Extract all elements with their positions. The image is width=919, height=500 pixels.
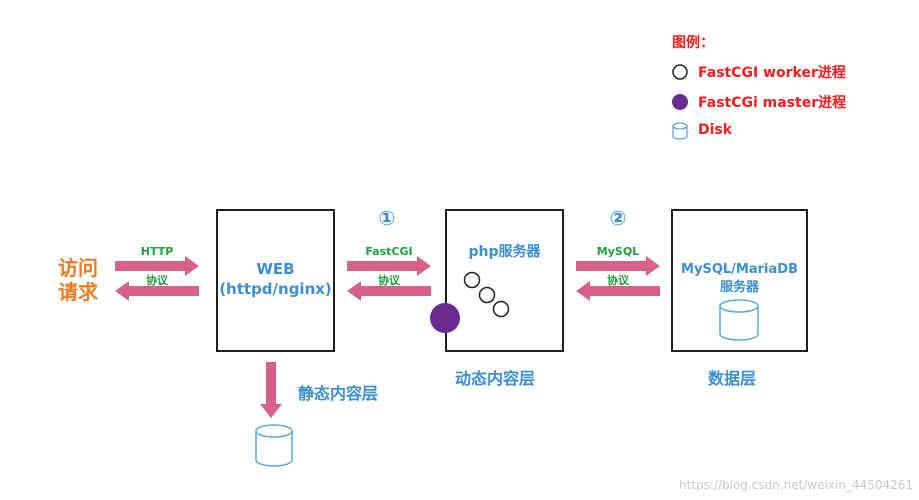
mysql-protocol-label: MySQL — [596, 245, 640, 258]
static-disk-icon — [255, 424, 293, 467]
data-layer-label: 数据层 — [708, 369, 757, 388]
static-layer-label: 静态内容层 — [298, 384, 379, 403]
http-protocol-sub-label: 协议 — [146, 274, 168, 287]
db-server-box: MySQL/MariaDB 服务器 — [671, 209, 808, 352]
step-1-marker: ① — [378, 206, 396, 230]
legend-worker-label: FastCGI worker进程 — [698, 65, 846, 81]
db-server-subtitle: 服务器 — [719, 280, 759, 295]
master-process-icon — [430, 303, 460, 333]
worker-process-icon — [492, 300, 510, 318]
dynamic-layer-label: 动态内容层 — [455, 369, 536, 388]
web-server-box: WEB (httpd/nginx) — [216, 209, 335, 352]
legend-master-icon — [672, 94, 688, 110]
legend-master-label: FastCGi master进程 — [698, 95, 847, 111]
fastcgi-protocol-sub-label: 协议 — [378, 274, 400, 287]
legend-worker-icon — [672, 64, 688, 80]
mysql-protocol-sub-label: 协议 — [607, 274, 629, 287]
worker-process-icon — [463, 271, 481, 289]
web-server-subtitle: (httpd/nginx) — [219, 280, 332, 298]
worker-process-icon — [478, 286, 496, 304]
legend-disk-label: Disk — [698, 122, 733, 138]
php-server-title: php服务器 — [468, 244, 541, 260]
legend-disk-icon — [672, 122, 688, 140]
watermark: https://blog.csdn.net/weixin_44504261 — [678, 478, 913, 492]
fastcgi-protocol-label: FastCGI — [365, 245, 413, 258]
step-2-marker: ② — [609, 206, 627, 230]
web-server-title: WEB — [256, 260, 295, 278]
client-request-label: 访问 请求 — [58, 256, 98, 304]
db-disk-icon — [719, 299, 759, 341]
static-content-arrow — [260, 362, 282, 418]
db-server-title: MySQL/MariaDB — [681, 262, 798, 277]
http-protocol-label: HTTP — [140, 245, 174, 258]
legend-title: 图例： — [672, 35, 714, 51]
